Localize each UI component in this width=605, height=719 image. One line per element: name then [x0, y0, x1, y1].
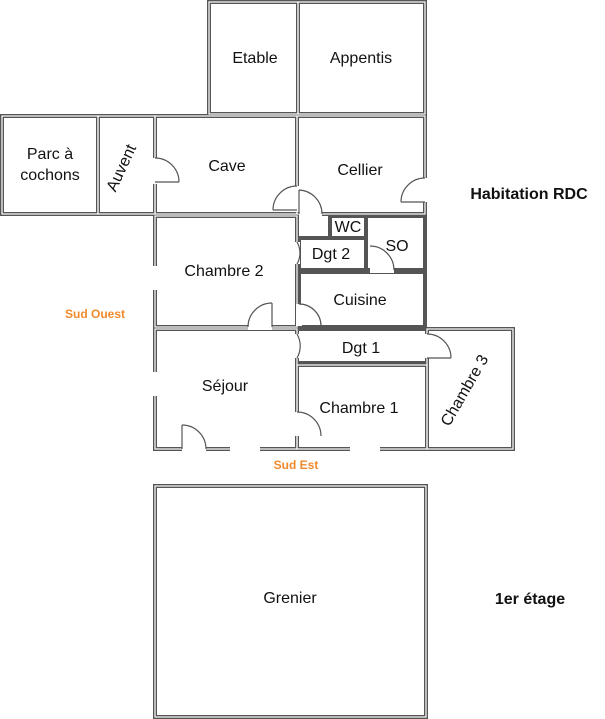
label-etable: Etable [232, 50, 277, 67]
label-cellier: Cellier [337, 162, 383, 179]
room-cuisine [297, 270, 427, 329]
label-dgt-1: Dgt 1 [342, 340, 380, 357]
label-chambre-1: Chambre 1 [319, 400, 398, 417]
label-parc: Parc à [27, 146, 73, 163]
label-so: SO [385, 238, 408, 255]
label-dgt-2: Dgt 2 [312, 246, 350, 263]
label-chambre-2: Chambre 2 [184, 263, 263, 280]
room-so [364, 214, 427, 272]
doors [152, 157, 452, 452]
label-appentis: Appentis [330, 50, 392, 67]
orientation-sud-est: Sud Est [274, 458, 319, 472]
label-wc: WC [335, 219, 362, 236]
title-1er-etage: 1er étage [495, 591, 565, 608]
label-cave: Cave [208, 158, 245, 175]
ground-floor-walls [0, 0, 515, 451]
orientation-sud-ouest: Sud Ouest [65, 307, 125, 321]
room-parc-a-cochons [0, 114, 100, 216]
label-sejour: Séjour [202, 378, 249, 395]
label-grenier: Grenier [263, 590, 317, 607]
label-cuisine: Cuisine [333, 292, 386, 309]
title-habitation-rdc: Habitation RDC [470, 186, 588, 203]
label-parc-2: cochons [20, 167, 80, 184]
